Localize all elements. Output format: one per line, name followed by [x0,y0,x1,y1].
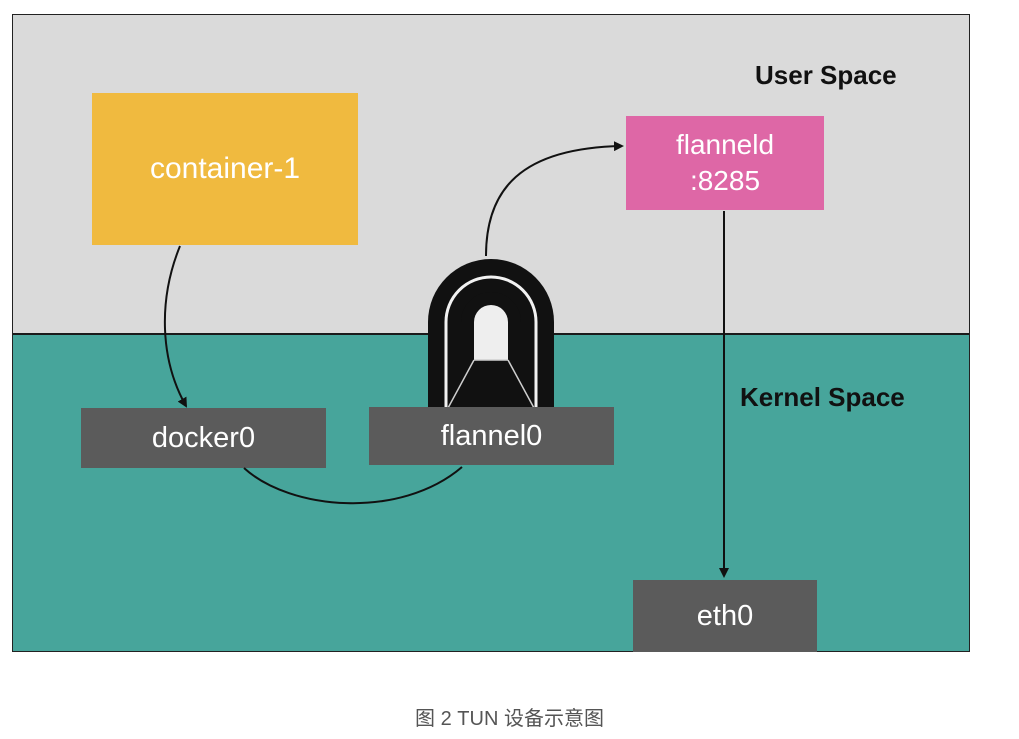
flanneld-port-label: :8285 [689,165,761,196]
figure-caption: 图 2 TUN 设备示意图 [415,708,604,730]
eth0-label: eth0 [696,599,754,632]
flanneld-box: flanneld :8285 [626,116,824,210]
docker0-box: docker0 [81,408,326,468]
eth0-box: eth0 [633,580,817,652]
flannel0-label: flannel0 [440,419,543,452]
flannel0-box: flannel0 [369,407,614,465]
kernel-space-region [13,333,969,651]
kernel-space-label: Kernel Space [740,382,905,412]
container-1-box: container-1 [92,93,358,245]
flanneld-label: flanneld [675,129,775,160]
user-space-label: User Space [755,60,897,90]
docker0-label: docker0 [151,421,256,454]
container-1-label: container-1 [149,152,301,185]
